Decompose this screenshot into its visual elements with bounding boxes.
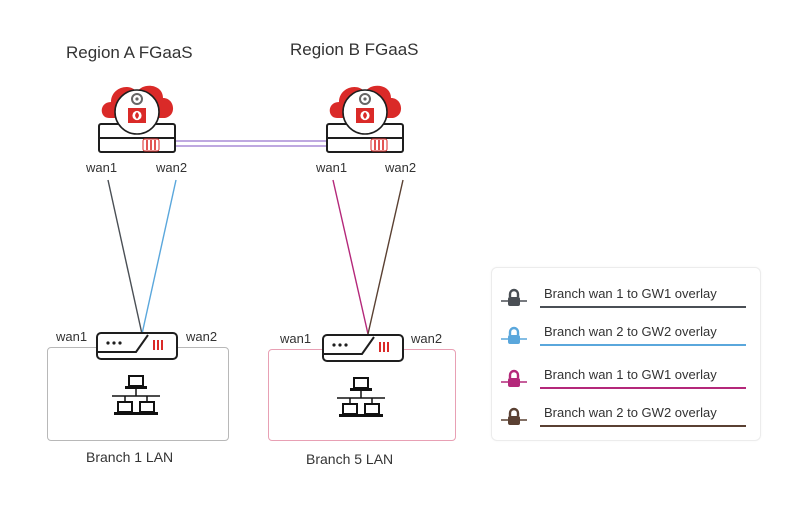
lock-icon: [501, 407, 527, 425]
region-a-title: Region A FGaaS: [66, 43, 193, 62]
legend-label: Branch wan 2 to GW2 overlay: [544, 324, 717, 339]
region-b-gateway[interactable]: [326, 85, 404, 153]
link-branch1-wan1-to-gw1: [107, 179, 143, 335]
fortigate-vm-icon: [342, 89, 388, 135]
lock-icon: [501, 326, 527, 344]
branch-5-wan2-label: wan2: [411, 331, 443, 346]
branch-5-wan1-label: wan1: [280, 331, 312, 346]
branch-1-wan1-label: wan1: [56, 329, 88, 344]
region-a-wan1-label: wan1: [86, 160, 118, 175]
legend-line: [540, 306, 746, 308]
legend-label: Branch wan 1 to GW1 overlay: [544, 286, 717, 301]
lock-icon: [501, 369, 527, 387]
branch-1-lan-box[interactable]: [47, 347, 229, 441]
region-b-wan1-label: wan1: [316, 160, 348, 175]
link-branch5-wan1-to-gw1: [332, 179, 369, 335]
link-branch5-wan2-to-gw2: [367, 179, 404, 335]
branch-5-fortigate-icon[interactable]: [322, 334, 404, 364]
legend-item: Branch wan 2 to GW2 overlay: [492, 322, 760, 352]
legend-line: [540, 344, 746, 346]
legend-label: Branch wan 1 to GW1 overlay: [544, 367, 717, 382]
legend-line: [540, 425, 746, 427]
legend: Branch wan 1 to GW1 overlay Branch wan 2…: [491, 267, 761, 441]
branch-5-lan-box[interactable]: [268, 349, 456, 441]
branch-5-lan-label: Branch 5 LAN: [306, 451, 394, 467]
inter-region-link: [176, 140, 334, 147]
region-b-title: Region B FGaaS: [290, 40, 419, 59]
branch-1-fortigate-icon[interactable]: [96, 332, 178, 362]
firewall-appliance-icon: [326, 123, 404, 153]
link-branch1-wan2-to-gw2: [141, 179, 177, 335]
region-b-wan2-label: wan2: [385, 160, 417, 175]
branch-1-network-icon: [112, 375, 160, 415]
branch-1-wan2-label: wan2: [186, 329, 218, 344]
legend-item: Branch wan 1 to GW1 overlay: [492, 365, 760, 395]
legend-item: Branch wan 1 to GW1 overlay: [492, 284, 760, 314]
legend-item: Branch wan 2 to GW2 overlay: [492, 403, 760, 433]
legend-label: Branch wan 2 to GW2 overlay: [544, 405, 717, 420]
branch-1-lan-label: Branch 1 LAN: [86, 449, 174, 465]
legend-line: [540, 387, 746, 389]
branch-5-network-icon: [337, 377, 385, 417]
lock-icon: [501, 288, 527, 306]
region-a-wan2-label: wan2: [156, 160, 188, 175]
fortigate-vm-icon: [114, 89, 160, 135]
region-a-gateway[interactable]: [98, 85, 176, 153]
